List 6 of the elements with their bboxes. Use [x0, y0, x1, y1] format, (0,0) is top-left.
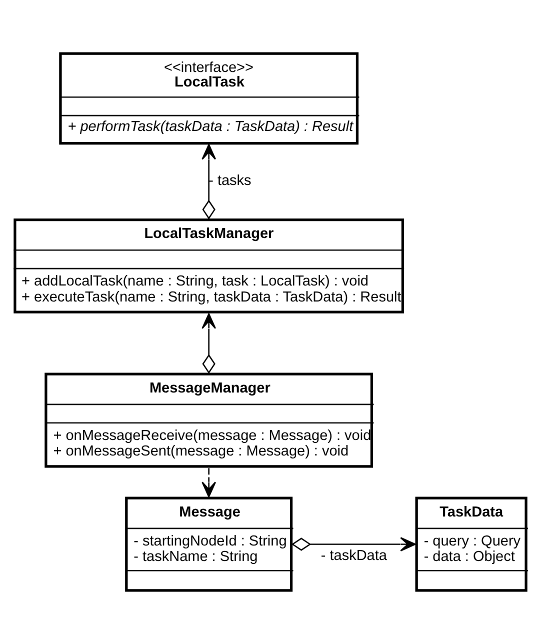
arrow — [291, 536, 416, 551]
edge-label: - tasks — [208, 172, 252, 189]
edge-label: - taskData — [320, 547, 387, 564]
arrow — [202, 312, 216, 374]
arrow — [202, 468, 216, 497]
arrow — [202, 143, 216, 219]
